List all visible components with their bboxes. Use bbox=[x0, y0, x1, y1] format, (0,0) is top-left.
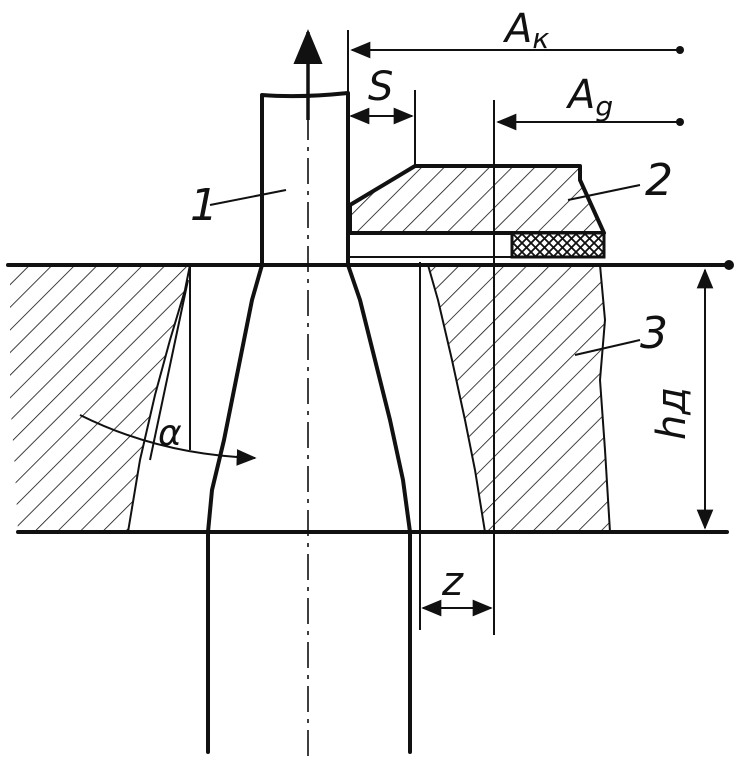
die-left-section bbox=[10, 265, 190, 532]
part2-leader bbox=[567, 184, 641, 201]
label-ag-sub: g bbox=[595, 90, 613, 123]
label-alpha: α bbox=[158, 413, 182, 454]
die-top-endpoint bbox=[724, 260, 734, 270]
stripper-pad bbox=[510, 231, 606, 259]
workpiece-right-taper bbox=[346, 263, 412, 534]
label-part2: 2 bbox=[645, 155, 673, 206]
label-hd: hд bbox=[649, 387, 695, 440]
label-z: z bbox=[441, 559, 464, 605]
alpha-angle-arc bbox=[79, 414, 257, 466]
ag-dimension-endpoint bbox=[676, 118, 684, 126]
label-ag-main: A bbox=[565, 72, 595, 118]
part3-leader bbox=[574, 339, 641, 356]
stripper-plate-section bbox=[350, 166, 604, 233]
part1-leader bbox=[209, 189, 287, 206]
alpha-reference-line bbox=[149, 279, 189, 461]
label-ak-sub: к bbox=[532, 22, 549, 55]
die-right-edge bbox=[427, 264, 486, 533]
label-part3: 3 bbox=[640, 308, 668, 359]
ak-dimension-endpoint bbox=[676, 46, 684, 54]
extruded-rod-outline bbox=[206, 530, 412, 754]
label-part1: 1 bbox=[190, 180, 218, 231]
label-ag: Ag bbox=[565, 72, 613, 123]
punch-shank-outline bbox=[260, 91, 350, 267]
workpiece-left-taper bbox=[206, 263, 264, 534]
die-right-section bbox=[428, 265, 610, 532]
label-ak-main: A bbox=[502, 6, 532, 52]
label-ak: Aк bbox=[502, 6, 549, 55]
label-s: S bbox=[368, 64, 393, 110]
die-right-outer-edge bbox=[598, 264, 611, 533]
